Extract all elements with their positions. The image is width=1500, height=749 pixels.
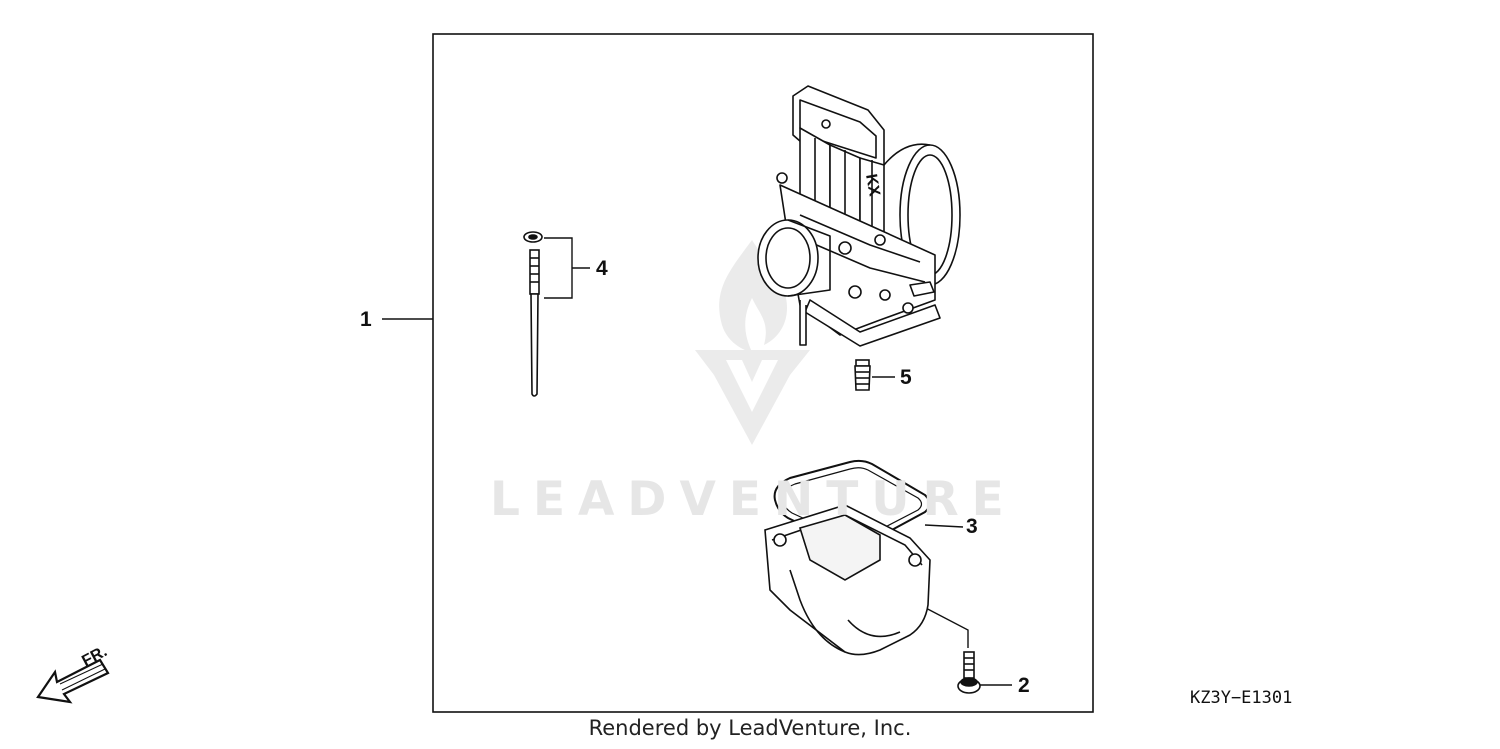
callout-5: 5 <box>900 366 912 389</box>
diagram-code: KZ3Y−E1301 <box>1190 688 1293 708</box>
callout-3: 3 <box>966 515 978 538</box>
carburetor-body: KX <box>757 85 961 347</box>
callout-4: 4 <box>596 257 608 280</box>
watermark-text: LEADVENTURE <box>490 472 1017 527</box>
callout-2: 2 <box>1018 674 1030 697</box>
float-bowl-part <box>764 504 931 656</box>
leader-lines <box>382 237 1012 686</box>
pilot-jet-part <box>854 359 871 391</box>
svg-text:KX: KX <box>862 173 883 198</box>
kit-frame <box>432 33 1094 713</box>
callout-1: 1 <box>360 308 372 331</box>
float-gasket-part <box>773 459 931 549</box>
jet-needle-part <box>523 231 543 397</box>
bowl-screw-part <box>957 651 981 694</box>
arrow-down-left-icon <box>36 658 110 704</box>
footer-credit: Rendered by LeadVenture, Inc. <box>588 716 912 740</box>
